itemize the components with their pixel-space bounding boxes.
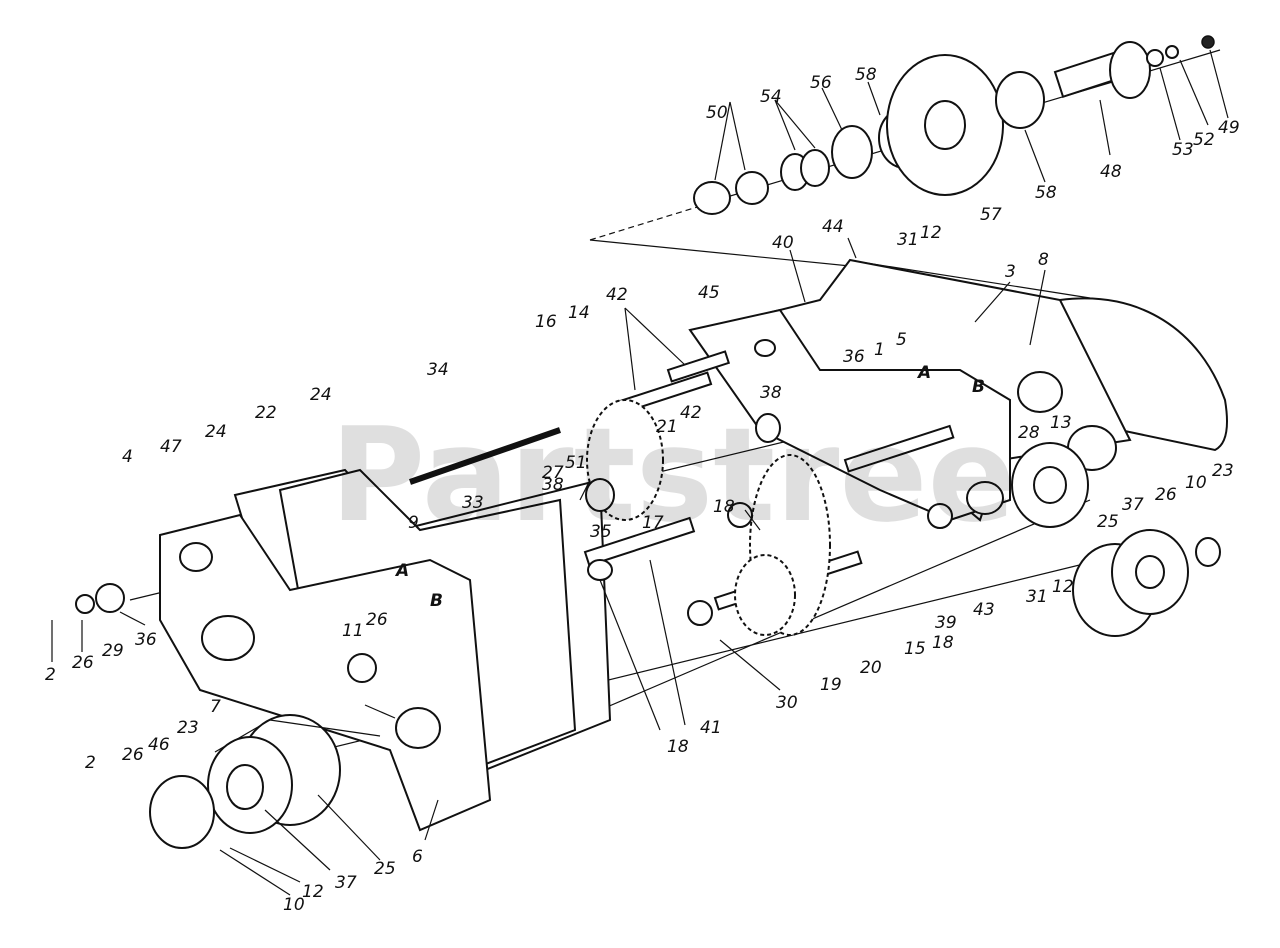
callout-label-30: 30: [776, 693, 798, 713]
callout-label-10b: 10: [283, 895, 305, 915]
callout-label-29: 29: [102, 641, 124, 661]
callout-label-37b: 37: [335, 873, 357, 893]
callout-label-8: 8: [1038, 250, 1049, 270]
callout-label-12a: 12: [920, 223, 942, 243]
callout-label-47: 47: [160, 437, 182, 457]
callout-label-58b: 58: [1035, 183, 1057, 203]
callout-label-18a: 18: [713, 497, 735, 517]
callout-label-42a: 42: [606, 285, 628, 305]
pulley-group: [693, 35, 1221, 215]
callout-label-23b: 23: [177, 718, 199, 738]
callout-label-24a: 24: [205, 422, 227, 442]
callout-label-44: 44: [822, 217, 844, 237]
callout-label-36a: 36: [135, 630, 157, 650]
callout-label-33: 33: [462, 493, 484, 513]
callout-label-3: 3: [1005, 262, 1016, 282]
callout-label-A1: A: [394, 561, 409, 581]
callout-label-10a: 10: [1185, 473, 1207, 493]
sprockets-chains: [585, 399, 953, 636]
callout-label-18c: 18: [667, 737, 689, 757]
callout-label-43: 43: [973, 600, 995, 620]
callout-label-B2: B: [972, 377, 985, 397]
callout-label-1: 1: [874, 340, 885, 360]
callout-label-5: 5: [896, 330, 907, 350]
callout-label-13: 13: [1050, 413, 1072, 433]
callout-label-21: 21: [656, 417, 678, 437]
callout-label-26b: 26: [366, 610, 388, 630]
callout-label-18b: 18: [932, 633, 954, 653]
callout-label-B1: B: [430, 591, 443, 611]
callout-label-22: 22: [255, 403, 277, 423]
callout-label-26c: 26: [1155, 485, 1177, 505]
callout-label-19: 19: [820, 675, 842, 695]
callout-label-2b: 2: [85, 753, 96, 773]
callout-label-58a: 58: [855, 65, 877, 85]
left-bearing-assembly: [75, 583, 341, 849]
callout-label-6: 6: [412, 847, 423, 867]
watermark: Partstree: [330, 399, 1016, 551]
callout-label-28: 28: [1018, 423, 1040, 443]
left-housing: [159, 468, 612, 832]
callout-label-17: 17: [642, 513, 664, 533]
leader-lines: [51, 49, 1229, 896]
callout-label-48: 48: [1100, 162, 1122, 182]
callout-label-24b: 24: [310, 385, 332, 405]
callout-label-12b: 12: [1052, 577, 1074, 597]
callout-label-46: 46: [148, 735, 170, 755]
callout-label-26d: 26: [122, 745, 144, 765]
callout-label-2a: 2: [45, 665, 56, 685]
callout-label-20: 20: [860, 658, 882, 678]
callout-label-25a: 25: [1097, 512, 1119, 532]
callout-label-A2: A: [916, 363, 931, 383]
callout-label-31b: 31: [1026, 587, 1048, 607]
callout-label-27: 27: [542, 463, 564, 483]
callout-label-38a: 38: [542, 475, 564, 495]
callout-label-26a: 26: [72, 653, 94, 673]
callout-label-37a: 37: [1122, 495, 1144, 515]
callout-label-53: 53: [1172, 140, 1194, 160]
callout-label-15: 15: [904, 639, 926, 659]
callout-label-9: 9: [408, 513, 419, 533]
callout-label-39: 39: [935, 613, 957, 633]
callout-label-25b: 25: [374, 859, 396, 879]
callout-label-36b: 36: [843, 347, 865, 367]
callout-label-34: 34: [427, 360, 449, 380]
callout-label-51: 51: [565, 453, 587, 473]
callout-label-35: 35: [590, 522, 612, 542]
callout-label-4: 4: [122, 447, 133, 467]
callout-label-52: 52: [1193, 130, 1215, 150]
callout-label-7: 7: [210, 697, 221, 717]
callout-label-41: 41: [700, 718, 722, 738]
callout-label-14: 14: [568, 303, 590, 323]
callout-label-40: 40: [772, 233, 794, 253]
callout-label-42b: 42: [680, 403, 702, 423]
callout-label-16: 16: [535, 312, 557, 332]
callout-label-49: 49: [1218, 118, 1240, 138]
right-bearing-assembly: [1011, 442, 1221, 637]
callout-label-54: 54: [760, 87, 782, 107]
callout-label-57: 57: [980, 205, 1002, 225]
callout-label-11: 11: [342, 621, 364, 641]
callout-label-38b: 38: [760, 383, 782, 403]
callout-label-56: 56: [810, 73, 832, 93]
callout-label-45: 45: [698, 283, 720, 303]
callout-label-12c: 12: [302, 882, 324, 902]
callout-label-31a: 31: [897, 230, 919, 250]
callout-label-23a: 23: [1212, 461, 1234, 481]
callout-label-50: 50: [706, 103, 728, 123]
right-side-plate: [688, 308, 1011, 522]
